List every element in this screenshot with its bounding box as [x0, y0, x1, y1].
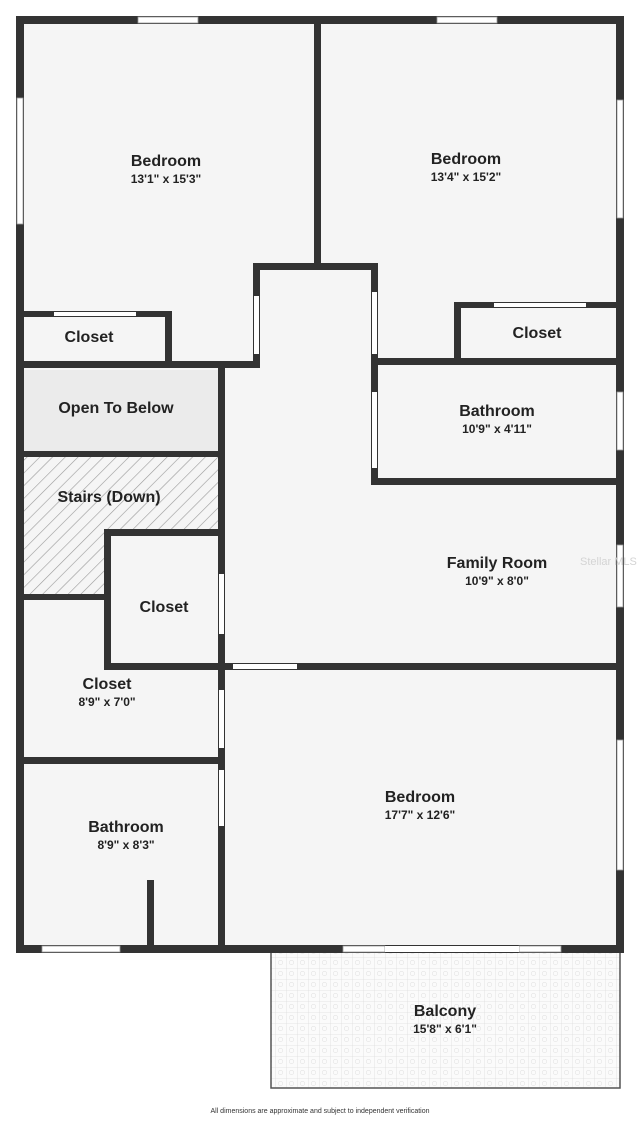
room-dimensions: 15'8" x 6'1" [413, 1022, 477, 1036]
room-dimensions: 17'7" x 12'6" [384, 808, 456, 822]
room-label-bedroom-nw: Bedroom 13'1" x 15'3" [96, 152, 236, 187]
room-dimensions: 13'4" x 15'2" [430, 170, 502, 184]
room-label-stairs: Stairs (Down) [34, 488, 184, 507]
room-name: Bedroom [430, 151, 502, 168]
room-name: Family Room [446, 555, 548, 572]
room-name: Bedroom [384, 789, 456, 806]
room-dimensions: 8'9" x 8'3" [97, 838, 155, 852]
room-name: Stairs (Down) [57, 489, 161, 506]
open-to-below-area [24, 370, 221, 453]
room-name: Closet [82, 676, 132, 693]
room-label-closet-mid: Closet [112, 598, 216, 617]
disclaimer: All dimensions are approximate and subje… [210, 1108, 430, 1115]
room-label-closet-walkin: Closet 8'9" x 7'0" [52, 675, 162, 710]
windows [16, 16, 624, 953]
room-name: Bedroom [130, 153, 202, 170]
room-label-bathroom-upper: Bathroom 10'9" x 4'11" [427, 402, 567, 437]
room-name: Closet [139, 599, 189, 616]
room-dimensions: 13'1" x 15'3" [130, 172, 202, 186]
room-dimensions: 10'9" x 4'11" [462, 422, 532, 436]
room-label-family-room: Family Room 10'9" x 8'0" [422, 554, 572, 589]
room-label-bathroom-lower: Bathroom 8'9" x 8'3" [56, 818, 196, 853]
room-label-balcony: Balcony 15'8" x 6'1" [375, 1002, 515, 1037]
room-dimensions: 10'9" x 8'0" [465, 574, 529, 588]
room-label-bedroom-ne: Bedroom 13'4" x 15'2" [396, 150, 536, 185]
room-name: Balcony [413, 1003, 477, 1020]
room-label-bedroom-s: Bedroom 17'7" x 12'6" [350, 788, 490, 823]
room-name: Open To Below [58, 400, 174, 417]
room-name: Bathroom [88, 819, 164, 836]
room-name: Closet [64, 329, 114, 346]
room-name: Bathroom [459, 403, 535, 420]
stairs-hatch [24, 457, 221, 597]
door-openings [54, 292, 586, 952]
room-dimensions: 8'9" x 7'0" [78, 695, 136, 709]
room-label-open-to-below: Open To Below [36, 399, 196, 418]
room-label-closet-ne: Closet [482, 324, 592, 343]
watermark: Stellar MLS [580, 556, 637, 568]
room-name: Closet [512, 325, 562, 342]
room-label-closet-nw: Closet [34, 328, 144, 347]
